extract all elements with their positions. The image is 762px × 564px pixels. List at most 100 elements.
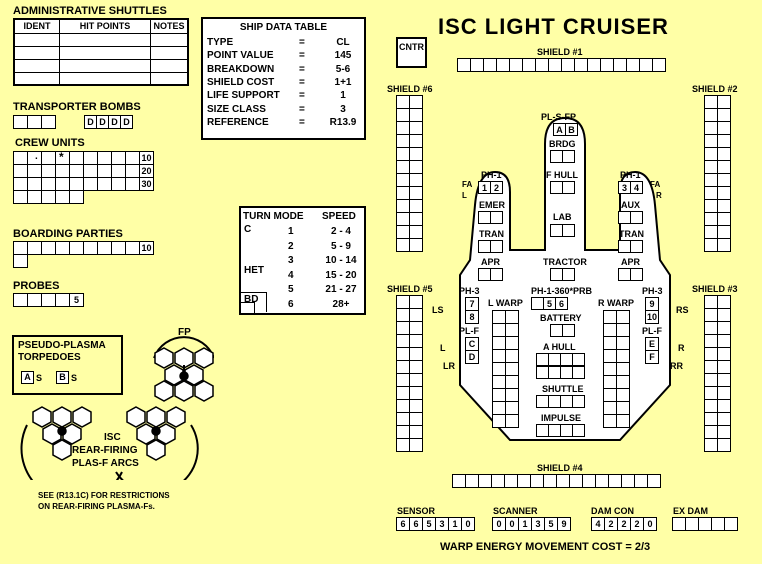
system-box[interactable] [616, 310, 630, 324]
crew-box[interactable] [27, 190, 42, 204]
shield-box[interactable] [396, 160, 410, 174]
shield-box[interactable] [409, 438, 423, 452]
track-box[interactable] [522, 58, 536, 72]
shield-box[interactable] [717, 134, 731, 148]
crew-box[interactable] [27, 164, 42, 178]
system-box[interactable]: 8 [465, 310, 479, 324]
track-box[interactable] [504, 474, 518, 488]
shield-box[interactable] [704, 321, 718, 335]
system-box[interactable] [562, 150, 575, 163]
system-box[interactable] [492, 401, 506, 415]
system-box[interactable] [492, 349, 506, 363]
shield-box[interactable] [409, 108, 423, 122]
system-box[interactable] [603, 323, 617, 337]
system-box[interactable] [492, 336, 506, 350]
system-box[interactable] [505, 323, 519, 337]
crew-box[interactable] [41, 177, 56, 191]
track-box[interactable]: 6 [396, 517, 410, 531]
crew-box[interactable] [41, 190, 56, 204]
shield-box[interactable] [717, 425, 731, 439]
shield-box[interactable] [396, 360, 410, 374]
track-box[interactable]: 5 [544, 517, 558, 531]
shield-box[interactable] [409, 173, 423, 187]
system-box[interactable] [505, 388, 519, 402]
shield-box[interactable] [704, 186, 718, 200]
track-box[interactable] [478, 474, 492, 488]
system-box[interactable] [616, 414, 630, 428]
track-box[interactable] [724, 517, 738, 531]
system-box[interactable]: B [565, 123, 578, 136]
bp-box[interactable] [83, 241, 98, 255]
shield-box[interactable] [704, 173, 718, 187]
track-box[interactable] [613, 58, 627, 72]
shield-box[interactable] [396, 334, 410, 348]
shield-box[interactable] [409, 425, 423, 439]
track-box[interactable] [483, 58, 497, 72]
system-box[interactable] [492, 310, 506, 324]
bp-box[interactable] [69, 241, 84, 255]
crew-box[interactable] [111, 177, 126, 191]
shield-box[interactable] [704, 334, 718, 348]
crew-count[interactable]: 20 [139, 164, 154, 178]
crew-box[interactable] [125, 164, 140, 178]
track-box[interactable] [587, 58, 601, 72]
shield-box[interactable] [717, 121, 731, 135]
shield-box[interactable] [717, 238, 731, 252]
crew-box[interactable] [69, 190, 84, 204]
track-box[interactable] [465, 474, 479, 488]
track-box[interactable] [608, 474, 622, 488]
system-box[interactable] [505, 362, 519, 376]
crew-box[interactable] [125, 177, 140, 191]
shield-box[interactable] [396, 186, 410, 200]
crew-box[interactable] [55, 190, 70, 204]
shield-box[interactable] [704, 199, 718, 213]
system-box[interactable] [616, 349, 630, 363]
system-box[interactable]: 2 [490, 181, 503, 194]
system-box[interactable] [603, 414, 617, 428]
track-box[interactable]: 0 [492, 517, 506, 531]
track-box[interactable] [535, 58, 549, 72]
crew-box[interactable] [83, 177, 98, 191]
shield-box[interactable] [704, 386, 718, 400]
shield-box[interactable] [409, 360, 423, 374]
shield-box[interactable] [396, 308, 410, 322]
track-box[interactable] [509, 58, 523, 72]
crew-box[interactable] [83, 164, 98, 178]
shield-box[interactable] [409, 147, 423, 161]
shield-box[interactable] [704, 360, 718, 374]
shield-box[interactable] [409, 386, 423, 400]
shield-box[interactable] [409, 225, 423, 239]
crew-box[interactable] [69, 177, 84, 191]
shield-box[interactable] [409, 412, 423, 426]
shield-box[interactable] [396, 95, 410, 109]
system-box[interactable]: C [465, 337, 479, 351]
crew-box[interactable] [13, 151, 28, 165]
shield-box[interactable] [704, 160, 718, 174]
track-box[interactable] [491, 474, 505, 488]
crew-box[interactable] [97, 151, 112, 165]
system-box[interactable] [616, 336, 630, 350]
shield-box[interactable] [396, 173, 410, 187]
shield-box[interactable] [717, 160, 731, 174]
shield-box[interactable] [717, 199, 731, 213]
track-box[interactable] [621, 474, 635, 488]
shield-box[interactable] [704, 147, 718, 161]
shield-box[interactable] [717, 373, 731, 387]
system-box[interactable]: D [465, 350, 479, 364]
system-box[interactable] [505, 336, 519, 350]
system-box[interactable] [572, 353, 585, 366]
shield-box[interactable] [717, 212, 731, 226]
shield-box[interactable] [717, 399, 731, 413]
track-box[interactable] [470, 58, 484, 72]
shield-box[interactable] [704, 134, 718, 148]
bp-box[interactable] [111, 241, 126, 255]
shield-box[interactable] [704, 95, 718, 109]
system-box[interactable] [562, 181, 575, 194]
shield-box[interactable] [704, 412, 718, 426]
shield-box[interactable] [704, 438, 718, 452]
shield-box[interactable] [396, 108, 410, 122]
shield-box[interactable] [396, 238, 410, 252]
shield-box[interactable] [717, 347, 731, 361]
track-box[interactable]: 4 [591, 517, 605, 531]
crew-count[interactable]: 10 [139, 151, 154, 165]
